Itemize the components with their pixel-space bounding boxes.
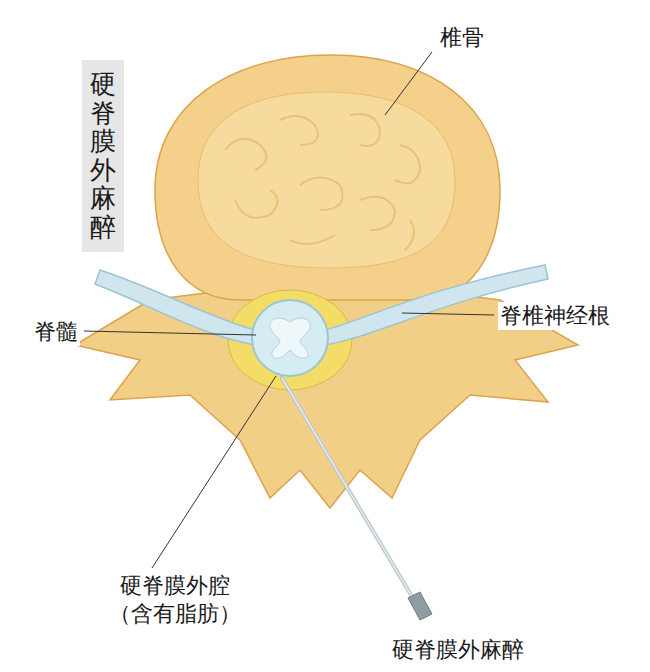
part-label: 硬脊膜外麻醉 bbox=[390, 636, 526, 664]
title-panel: 硬脊膜外麻醉 bbox=[82, 60, 124, 252]
grey-matter bbox=[270, 318, 310, 358]
part-label: 脊椎神经根 bbox=[498, 302, 612, 330]
part-label: 椎骨 bbox=[438, 24, 486, 52]
leader-lines bbox=[84, 52, 494, 568]
needle-highlight bbox=[282, 378, 414, 600]
vertical-title: 硬脊膜外麻醉 bbox=[90, 70, 116, 242]
cancellous-bone bbox=[198, 92, 455, 268]
part-label: 硬脊膜外腔 （含有脂肪） bbox=[98, 572, 252, 627]
needle bbox=[282, 378, 414, 600]
part-label: 脊髓 bbox=[32, 318, 80, 346]
bone-texture bbox=[225, 114, 420, 250]
needle-hub bbox=[408, 592, 432, 620]
nerve-root-left bbox=[95, 270, 255, 345]
spinal-cord bbox=[252, 300, 328, 376]
vertebral-body bbox=[155, 55, 500, 300]
